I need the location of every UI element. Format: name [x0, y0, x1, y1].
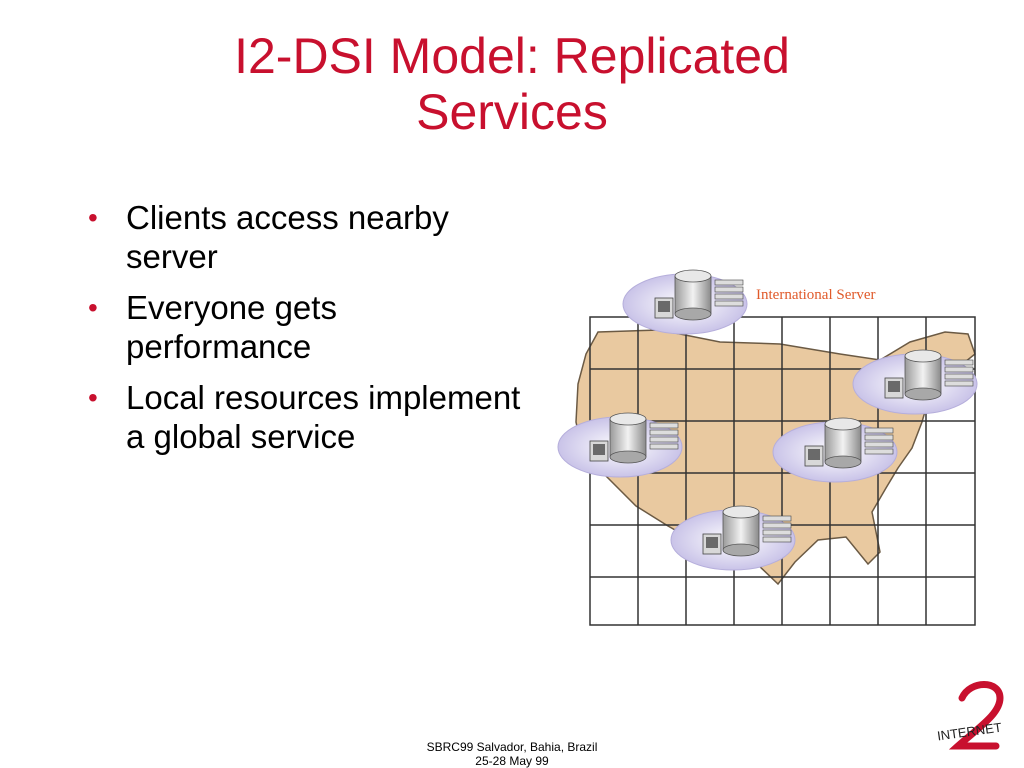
slide-title: I2-DSI Model: Replicated Services — [0, 28, 1024, 140]
title-line-2: Services — [416, 84, 608, 140]
international-server-label: International Server — [756, 287, 876, 303]
bullet-icon: • — [88, 292, 98, 323]
footer-line-1: SBRC99 Salvador, Bahia, Brazil — [426, 740, 598, 754]
map-grid — [589, 316, 976, 626]
bullet-item: • Everyone gets performance — [88, 288, 528, 366]
bullet-item: • Local resources implement a global serv… — [88, 378, 528, 456]
title-line-1: I2-DSI Model: Replicated — [234, 28, 790, 84]
bullet-text: Everyone gets performance — [126, 289, 337, 365]
bullet-icon: • — [88, 382, 98, 413]
international-server-icon — [622, 269, 748, 335]
internet2-logo: INTERNET — [936, 681, 1004, 750]
footer-line-2: 25-28 May 99 — [475, 754, 549, 768]
bullet-item: • Clients access nearby server — [88, 198, 528, 276]
bullet-icon: • — [88, 202, 98, 233]
server-map-figure: International Server — [557, 269, 978, 626]
bullet-text: Clients access nearby server — [126, 199, 449, 275]
footer: SBRC99 Salvador, Bahia, Brazil 25-28 May… — [412, 740, 612, 768]
bullet-list: • Clients access nearby server • Everyone … — [88, 198, 528, 468]
bullet-text: Local resources implement a global servi… — [126, 379, 521, 455]
